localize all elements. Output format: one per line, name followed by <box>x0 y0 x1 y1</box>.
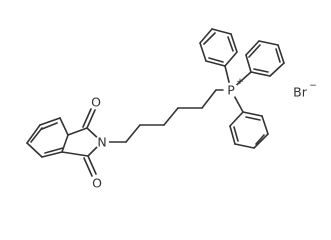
phosphorus-charge: + <box>236 77 244 87</box>
bromide-charge: − <box>309 81 317 91</box>
atom-label-o-bottom: O <box>90 176 104 191</box>
bromide-label: Br <box>293 85 308 100</box>
carbonyl-bonds <box>82 108 97 177</box>
oxygen-bottom-label: O <box>92 176 102 191</box>
oxygen-top-label: O <box>91 95 101 110</box>
counterion: Br − <box>293 81 317 100</box>
benzene-ring-phthalimide <box>26 117 69 158</box>
structure-diagram: N O O P + Br − <box>26 28 317 191</box>
nitrogen-label: N <box>97 135 106 150</box>
hexyl-chain <box>101 89 232 143</box>
atom-label-o-top: O <box>89 95 103 110</box>
phenyl-bottom <box>229 89 269 149</box>
atom-label-n: N <box>95 135 109 150</box>
phenyl-right <box>230 40 285 91</box>
atom-label-p: P + <box>223 77 244 98</box>
phenyl-top <box>199 28 238 91</box>
phosphorus-label: P <box>227 83 235 98</box>
